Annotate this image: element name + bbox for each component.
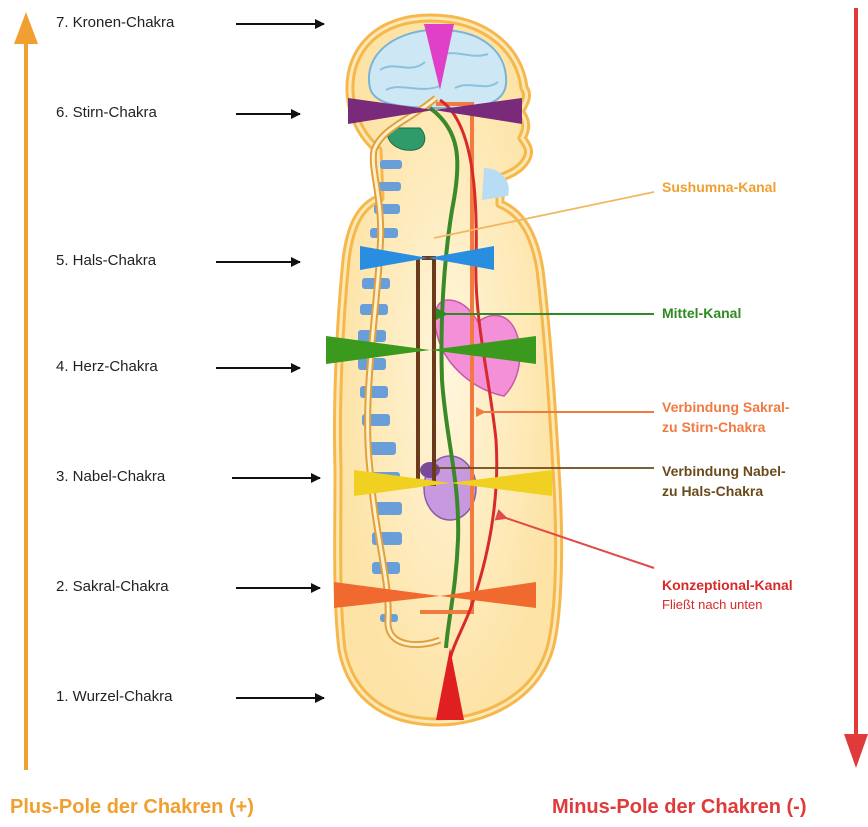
plus-pole-label: Plus-Pole der Chakren (+) bbox=[10, 796, 254, 819]
chakra-label-root: 1. Wurzel-Chakra bbox=[56, 688, 172, 705]
minus-pole-label: Minus-Pole der Chakren (-) bbox=[552, 796, 806, 819]
nabel-hals-label-line1: Verbindung Nabel- bbox=[662, 462, 786, 481]
chakra-label-sacral: 2. Sakral-Chakra bbox=[56, 578, 169, 595]
nabel-hals-label-line2: zu Hals-Chakra bbox=[662, 482, 763, 501]
chakra-label-heart: 4. Herz-Chakra bbox=[56, 358, 158, 375]
chakra-label-throat: 5. Hals-Chakra bbox=[56, 252, 156, 269]
mittel-label: Mittel-Kanal bbox=[662, 304, 741, 323]
chakra-label-navel: 3. Nabel-Chakra bbox=[56, 468, 165, 485]
plus-pole-arrow bbox=[14, 12, 38, 770]
chakra-label-third-eye: 6. Stirn-Chakra bbox=[56, 104, 157, 121]
chakra-label-crown: 7. Kronen-Chakra bbox=[56, 14, 174, 31]
sakral-stirn-label-line2: zu Stirn-Chakra bbox=[662, 418, 765, 437]
minus-pole-arrow bbox=[844, 8, 868, 768]
konzeptional-label: Konzeptional-Kanal bbox=[662, 576, 793, 595]
sakral-stirn-label-line1: Verbindung Sakral- bbox=[662, 398, 790, 417]
sushumna-label: Sushumna-Kanal bbox=[662, 178, 776, 197]
konzeptional-sublabel: Fließt nach unten bbox=[662, 597, 762, 612]
